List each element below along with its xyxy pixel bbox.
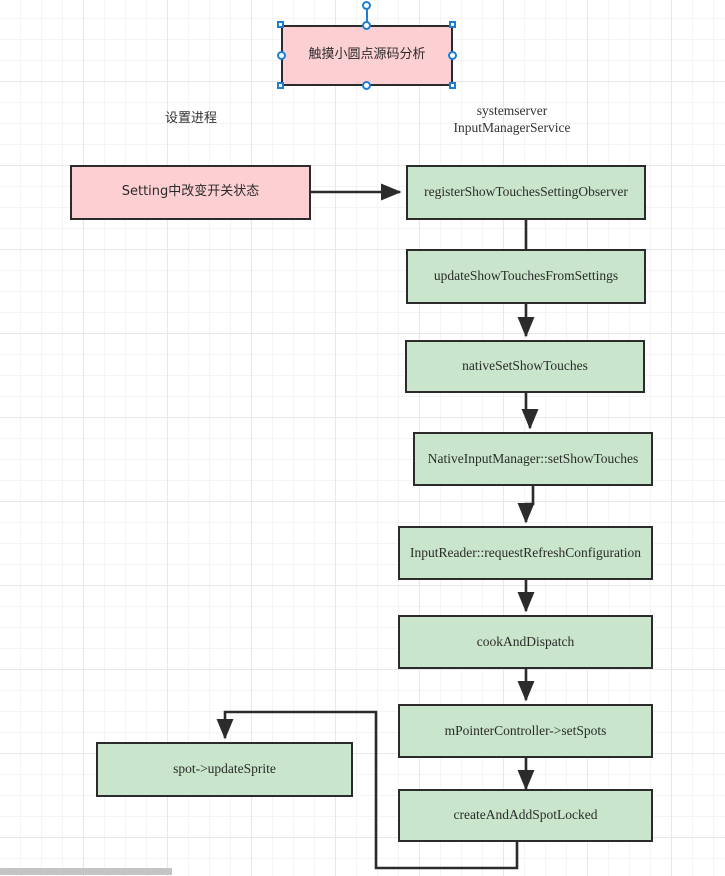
rotate-handle[interactable] — [362, 1, 371, 10]
node-cook-and-dispatch[interactable]: cookAndDispatch — [398, 615, 653, 669]
node-native-set-show-touches-label: nativeSetShowTouches — [462, 358, 588, 374]
node-cook-and-dispatch-label: cookAndDispatch — [476, 633, 575, 649]
node-update-from-settings[interactable]: updateShowTouchesFromSettings — [406, 249, 646, 304]
edge-native-to-nativeinputmanager — [521, 392, 539, 430]
node-input-reader-refresh-label: InputReader::requestRefreshConfiguration — [410, 544, 641, 560]
node-create-and-add-spot-locked-label: createAndAddSpotLocked — [453, 807, 598, 823]
node-setting-change-switch-label: Setting中改变开关状态 — [121, 184, 260, 200]
node-pointer-controller-set-spots-label: mPointerController->setSpots — [444, 722, 607, 738]
connection-handle-top[interactable] — [362, 21, 371, 30]
label-systemserver-line2: InputManagerService — [453, 119, 571, 135]
connection-handle-left[interactable] — [277, 51, 286, 60]
resize-handle-bottom-left[interactable] — [277, 82, 284, 89]
node-title[interactable]: 触摸小圆点源码分析 — [281, 25, 453, 86]
node-pointer-controller-set-spots[interactable]: mPointerController->setSpots — [398, 704, 653, 758]
node-native-input-manager-set[interactable]: NativeInputManager::setShowTouches — [413, 432, 653, 486]
node-input-reader-refresh[interactable]: InputReader::requestRefreshConfiguration — [398, 526, 653, 580]
rotate-handle-line — [366, 9, 368, 25]
horizontal-scrollbar-thumb[interactable] — [0, 868, 172, 875]
node-register-observer[interactable]: registerShowTouchesSettingObserver — [406, 165, 646, 220]
node-register-observer-label: registerShowTouchesSettingObserver — [424, 184, 628, 200]
node-native-set-show-touches[interactable]: nativeSetShowTouches — [405, 340, 645, 393]
resize-handle-top-right[interactable] — [449, 21, 456, 28]
connection-handle-bottom[interactable] — [362, 81, 371, 90]
edge-nativeinputmanager-to-inputreader — [517, 486, 535, 524]
label-systemserver: systemserver InputManagerService — [432, 103, 592, 137]
node-title-label: 触摸小圆点源码分析 — [308, 47, 426, 63]
node-setting-change-switch[interactable]: Setting中改变开关状态 — [70, 165, 311, 220]
connection-handle-right[interactable] — [448, 51, 457, 60]
label-systemserver-line1: systemserver — [476, 103, 548, 118]
resize-handle-top-left[interactable] — [277, 21, 284, 28]
node-update-from-settings-label: updateShowTouchesFromSettings — [433, 268, 619, 284]
node-spot-update-sprite[interactable]: spot->updateSprite — [96, 742, 353, 797]
resize-handle-bottom-right[interactable] — [449, 82, 456, 89]
label-settings-process: 设置进程 — [164, 111, 217, 126]
node-spot-update-sprite-label: spot->updateSprite — [173, 761, 276, 777]
horizontal-scrollbar[interactable] — [0, 867, 725, 876]
node-create-and-add-spot-locked[interactable]: createAndAddSpotLocked — [398, 789, 653, 842]
node-native-input-manager-set-label: NativeInputManager::setShowTouches — [427, 450, 639, 466]
